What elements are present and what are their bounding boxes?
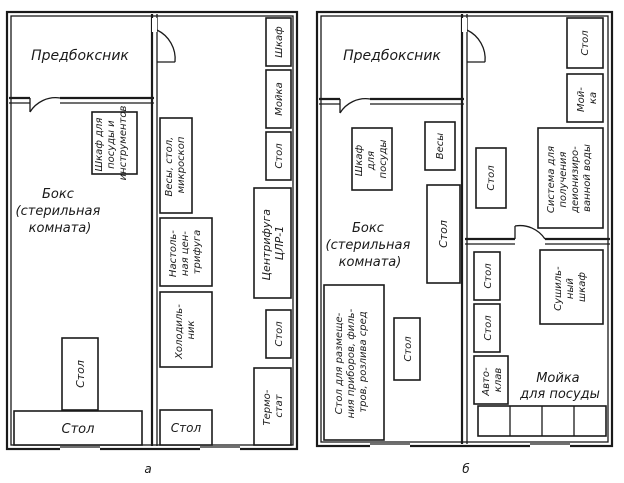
- plan-b-table-mid: [475, 147, 507, 209]
- plan-a-thermostat-label: Термо- стат: [262, 386, 285, 425]
- plan-b-outer-wall: [315, 10, 614, 448]
- plan-b-sink-top-label: Мой- ка: [576, 84, 599, 112]
- plan-a-sink-label: Мойка: [274, 82, 285, 115]
- plan-a-caption: а: [144, 462, 151, 476]
- plan-b-dish-sink: [477, 405, 607, 437]
- plan-b-autoclave: [473, 355, 509, 405]
- plan-a-cabinet-label: Шкаф: [274, 26, 285, 58]
- plan-a-door-box: [29, 97, 61, 113]
- plan-b-drying-cabinet-label: Сушиль- ный шкаф: [553, 263, 588, 311]
- plan-a-table-corner: [159, 409, 213, 446]
- plan-a-sink: [265, 69, 292, 129]
- plan-b-drying-cabinet: [539, 249, 604, 325]
- plan-a-tabletop-centrifuge-label: Настоль- ная цен- трифуга: [168, 227, 203, 277]
- plan-b-door-box: [339, 98, 371, 114]
- plan-b-dish-shelf-label: Шкаф для посуды: [354, 139, 389, 178]
- plan-a-fridge-label: Холодиль- ник: [174, 301, 197, 360]
- plan-a-door-predboksnik: [156, 29, 176, 63]
- plan-b-water-system: [537, 127, 604, 229]
- plan-a-table-wide-label: Стол: [62, 422, 95, 437]
- plan-a-centrifuge-label: Центрифуга ЦЛР-1: [260, 206, 286, 281]
- plan-b-table-low1-label: Стол: [483, 263, 494, 289]
- plan-b-water-system-label: Система для получения деионизиро- ванной…: [546, 143, 593, 214]
- plan-b-table-center-label: Стол: [437, 220, 450, 248]
- plan-a-predboksnik-label: Предбоксник: [31, 48, 129, 64]
- plan-b-media-table: [323, 284, 385, 441]
- plan-a-dish-shelf-label: Шкаф для посуды и инструментов: [94, 106, 129, 181]
- plan-b-door-wash: [514, 224, 546, 240]
- plan-a-centrifuge: [253, 187, 292, 299]
- plan-b-door-predboksnik: [466, 29, 486, 63]
- plan-a-table-right-low: [265, 309, 292, 359]
- plan-a-scales-table: [159, 117, 193, 214]
- plan-a-table-right-label: Стол: [274, 143, 285, 169]
- plan-a-table-small: [61, 337, 99, 411]
- plan-a-table-corner-label: Стол: [171, 421, 202, 435]
- plan-b-caption: б: [462, 462, 470, 476]
- plan-a-table-wide: [13, 410, 143, 446]
- plan-b-table-low2: [473, 303, 501, 353]
- plan-b-scales: [424, 121, 456, 171]
- plan-a-table-small-label: Стол: [74, 360, 87, 388]
- plan-b-sink-top: [566, 73, 604, 123]
- plan-b-dish-sink-label: Мойка для посуды: [519, 371, 600, 402]
- plan-a-thermostat: [253, 367, 292, 446]
- plan-b-table-center: [426, 184, 461, 284]
- plan-a-table-right: [265, 131, 292, 181]
- plan-a: Предбоксник Бокс (стерильная комната) Шк…: [5, 10, 299, 476]
- plan-b-table-mid-label: Стол: [486, 165, 497, 191]
- plan-a-tabletop-centrifuge: [159, 217, 213, 287]
- plan-b-predboksnik-label: Предбоксник: [343, 48, 441, 64]
- plan-a-fridge: [159, 291, 213, 368]
- plan-a-scales-table-label: Весы, стол, микроскоп: [164, 134, 187, 197]
- plan-b-dish-shelf: [351, 127, 393, 191]
- plan-b-box-label: Бокс (стерильная комната): [326, 221, 415, 270]
- plan-b-table-low1: [473, 251, 501, 301]
- plan-a-table-right-low-label: Стол: [274, 321, 285, 347]
- plan-b-media-table-label: Стол для размеще- ния приборов, филь- тр…: [334, 306, 369, 419]
- plan-a-box-label: Бокс (стерильная комната): [16, 187, 105, 236]
- plan-a-dish-shelf: [91, 111, 138, 175]
- plan-b-inner-wall: [320, 15, 609, 443]
- plan-b-table-top: [566, 17, 604, 69]
- plan-b: Предбоксник Бокс (стерильная комната) Шк…: [315, 10, 614, 476]
- plan-b-scales-label: Весы: [435, 133, 446, 160]
- plan-b-table-low2-label: Стол: [483, 315, 494, 341]
- plan-b-table-small: [393, 317, 421, 381]
- plan-a-cabinet: [265, 17, 292, 67]
- plan-a-outer-wall: [5, 10, 299, 451]
- plan-b-table-top-label: Стол: [580, 30, 591, 56]
- plan-b-table-small-label: Стол: [403, 336, 414, 362]
- plan-b-autoclave-label: Авто- клав: [481, 364, 504, 396]
